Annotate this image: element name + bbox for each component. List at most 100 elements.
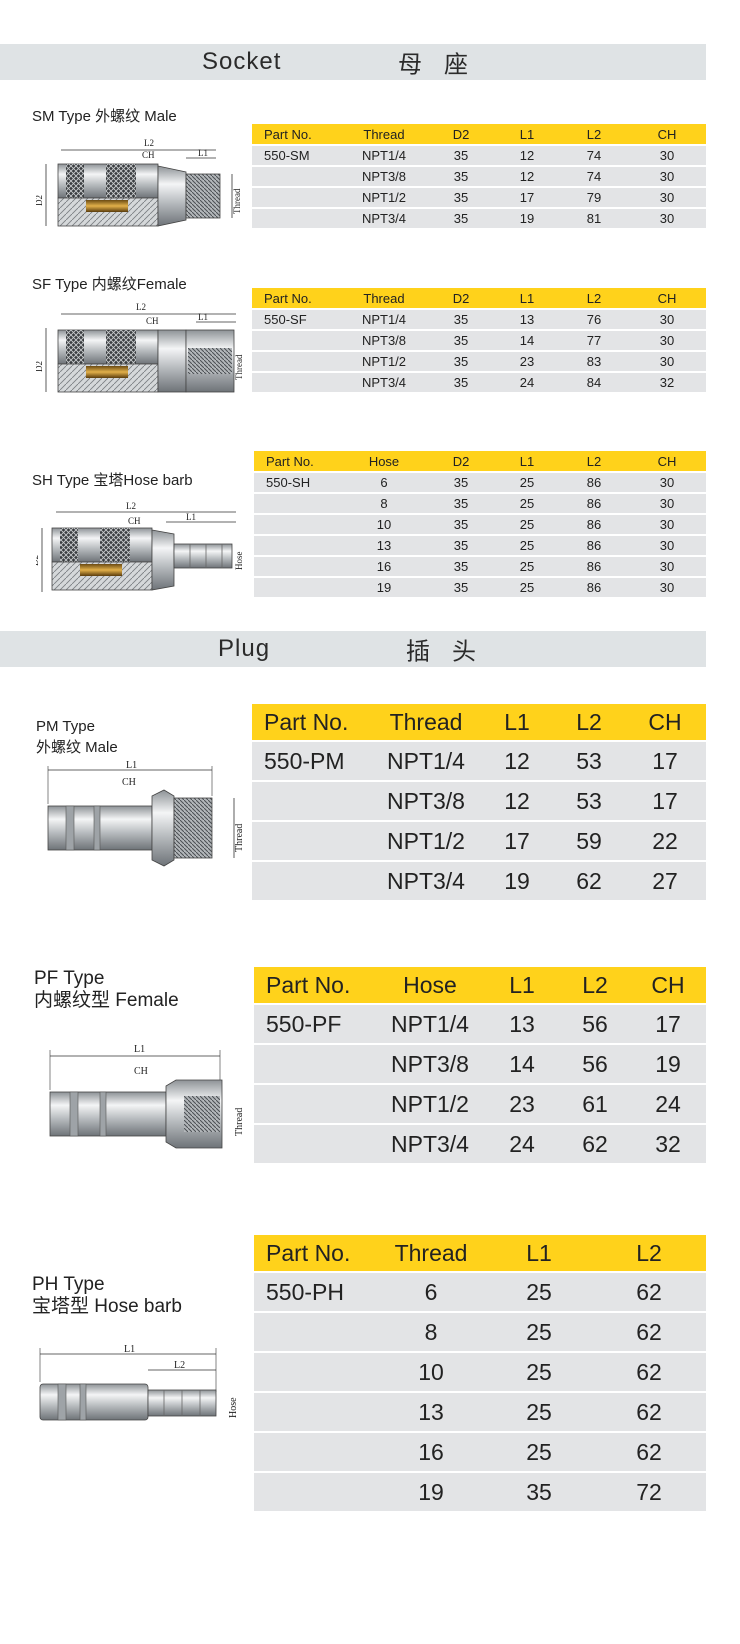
ph-dim-l1: L1 xyxy=(124,1344,135,1355)
table-cell: 61 xyxy=(560,1085,630,1125)
table-cell: NPT3/8 xyxy=(376,1045,484,1085)
table-cell xyxy=(252,331,340,352)
table-cell: 17 xyxy=(630,1005,706,1045)
header-cell: L2 xyxy=(554,704,624,742)
header-cell: Thread xyxy=(372,704,480,742)
table-cell: NPT1/2 xyxy=(376,1085,484,1125)
sh-drawing: L2 CH L1 D2 Hose xyxy=(36,501,244,592)
table-cell: 77 xyxy=(560,331,628,352)
table-cell: 62 xyxy=(554,862,624,902)
table-cell xyxy=(252,167,340,188)
socket-banner: Socket 母座 xyxy=(0,44,706,80)
ph-dim-l2: L2 xyxy=(174,1360,185,1371)
table-cell: 16 xyxy=(340,557,428,578)
header-cell: Part No. xyxy=(254,967,376,1005)
socket-banner-title: Socket xyxy=(202,48,282,75)
header-cell: L2 xyxy=(560,967,630,1005)
table-cell: 86 xyxy=(560,473,628,494)
pm-dim-l1: L1 xyxy=(126,760,137,771)
table-cell: 62 xyxy=(592,1393,706,1433)
table-cell: 35 xyxy=(428,515,494,536)
table-cell xyxy=(254,1473,376,1513)
table-cell: NPT1/2 xyxy=(372,822,480,862)
sh-dim-l2: L2 xyxy=(126,501,136,511)
header-cell: L1 xyxy=(480,704,554,742)
table-cell: 86 xyxy=(560,494,628,515)
table-cell: 59 xyxy=(554,822,624,862)
table-cell xyxy=(252,352,340,373)
table-header-row: Part No. Hose D2 L1 L2 CH xyxy=(254,451,706,473)
header-cell: Hose xyxy=(340,451,428,473)
table-cell xyxy=(254,1433,376,1473)
pm-dim-ch: CH xyxy=(122,777,136,788)
table-cell: 550-SH xyxy=(254,473,340,494)
table-cell: 35 xyxy=(428,557,494,578)
table-cell: 62 xyxy=(592,1313,706,1353)
table-cell: 35 xyxy=(428,188,494,209)
socket-banner-title-cn: 母座 xyxy=(398,51,490,79)
table-cell: 62 xyxy=(560,1125,630,1165)
sh-type-label: SH Type 宝塔Hose barb xyxy=(32,472,193,489)
table-cell: 25 xyxy=(494,557,560,578)
table-cell: 74 xyxy=(560,167,628,188)
header-cell: L1 xyxy=(494,451,560,473)
table-cell: 17 xyxy=(494,188,560,209)
table-cell: 550-PM xyxy=(252,742,372,782)
table-cell xyxy=(254,536,340,557)
table-cell: NPT3/4 xyxy=(340,209,428,230)
table-cell: 24 xyxy=(494,373,560,394)
sf-type-label: SF Type 内螺纹Female xyxy=(32,276,187,293)
table-cell: 19 xyxy=(630,1045,706,1085)
table-cell: 30 xyxy=(628,494,706,515)
table-cell: 86 xyxy=(560,557,628,578)
table-cell: 30 xyxy=(628,188,706,209)
table-cell: 12 xyxy=(494,146,560,167)
header-cell: L1 xyxy=(484,967,560,1005)
table-cell: 30 xyxy=(628,146,706,167)
table-cell: NPT3/4 xyxy=(372,862,480,902)
table-cell: 74 xyxy=(560,146,628,167)
table-cell xyxy=(254,1125,376,1165)
table-cell: 25 xyxy=(494,536,560,557)
table-cell: 13 xyxy=(494,310,560,331)
sf-dim-side: Thread xyxy=(234,354,244,380)
table-cell: 16 xyxy=(376,1433,486,1473)
header-cell: D2 xyxy=(428,124,494,146)
table-cell: 17 xyxy=(624,742,706,782)
pm-type-label-line1: PM Type xyxy=(36,718,95,735)
header-cell: Part No. xyxy=(254,1235,376,1273)
table-cell: 86 xyxy=(560,515,628,536)
table-cell xyxy=(252,862,372,902)
header-cell: Thread xyxy=(340,124,428,146)
header-cell: L2 xyxy=(592,1235,706,1273)
table-header-row: Part No. Thread D2 L1 L2 CH xyxy=(252,288,706,310)
ph-type-label-line2: 宝塔型 Hose barb xyxy=(32,1296,182,1317)
table-cell xyxy=(252,188,340,209)
table-cell: 84 xyxy=(560,373,628,394)
table-header-row: Part No. Thread L1 L2 xyxy=(254,1235,706,1273)
pm-type-label-line2: 外螺纹 Male xyxy=(36,739,118,756)
header-cell: CH xyxy=(624,704,706,742)
sm-type-label: SM Type 外螺纹 Male xyxy=(32,108,177,125)
table-cell: 30 xyxy=(628,167,706,188)
header-cell: Thread xyxy=(376,1235,486,1273)
table-cell: 13 xyxy=(340,536,428,557)
header-cell: CH xyxy=(628,124,706,146)
